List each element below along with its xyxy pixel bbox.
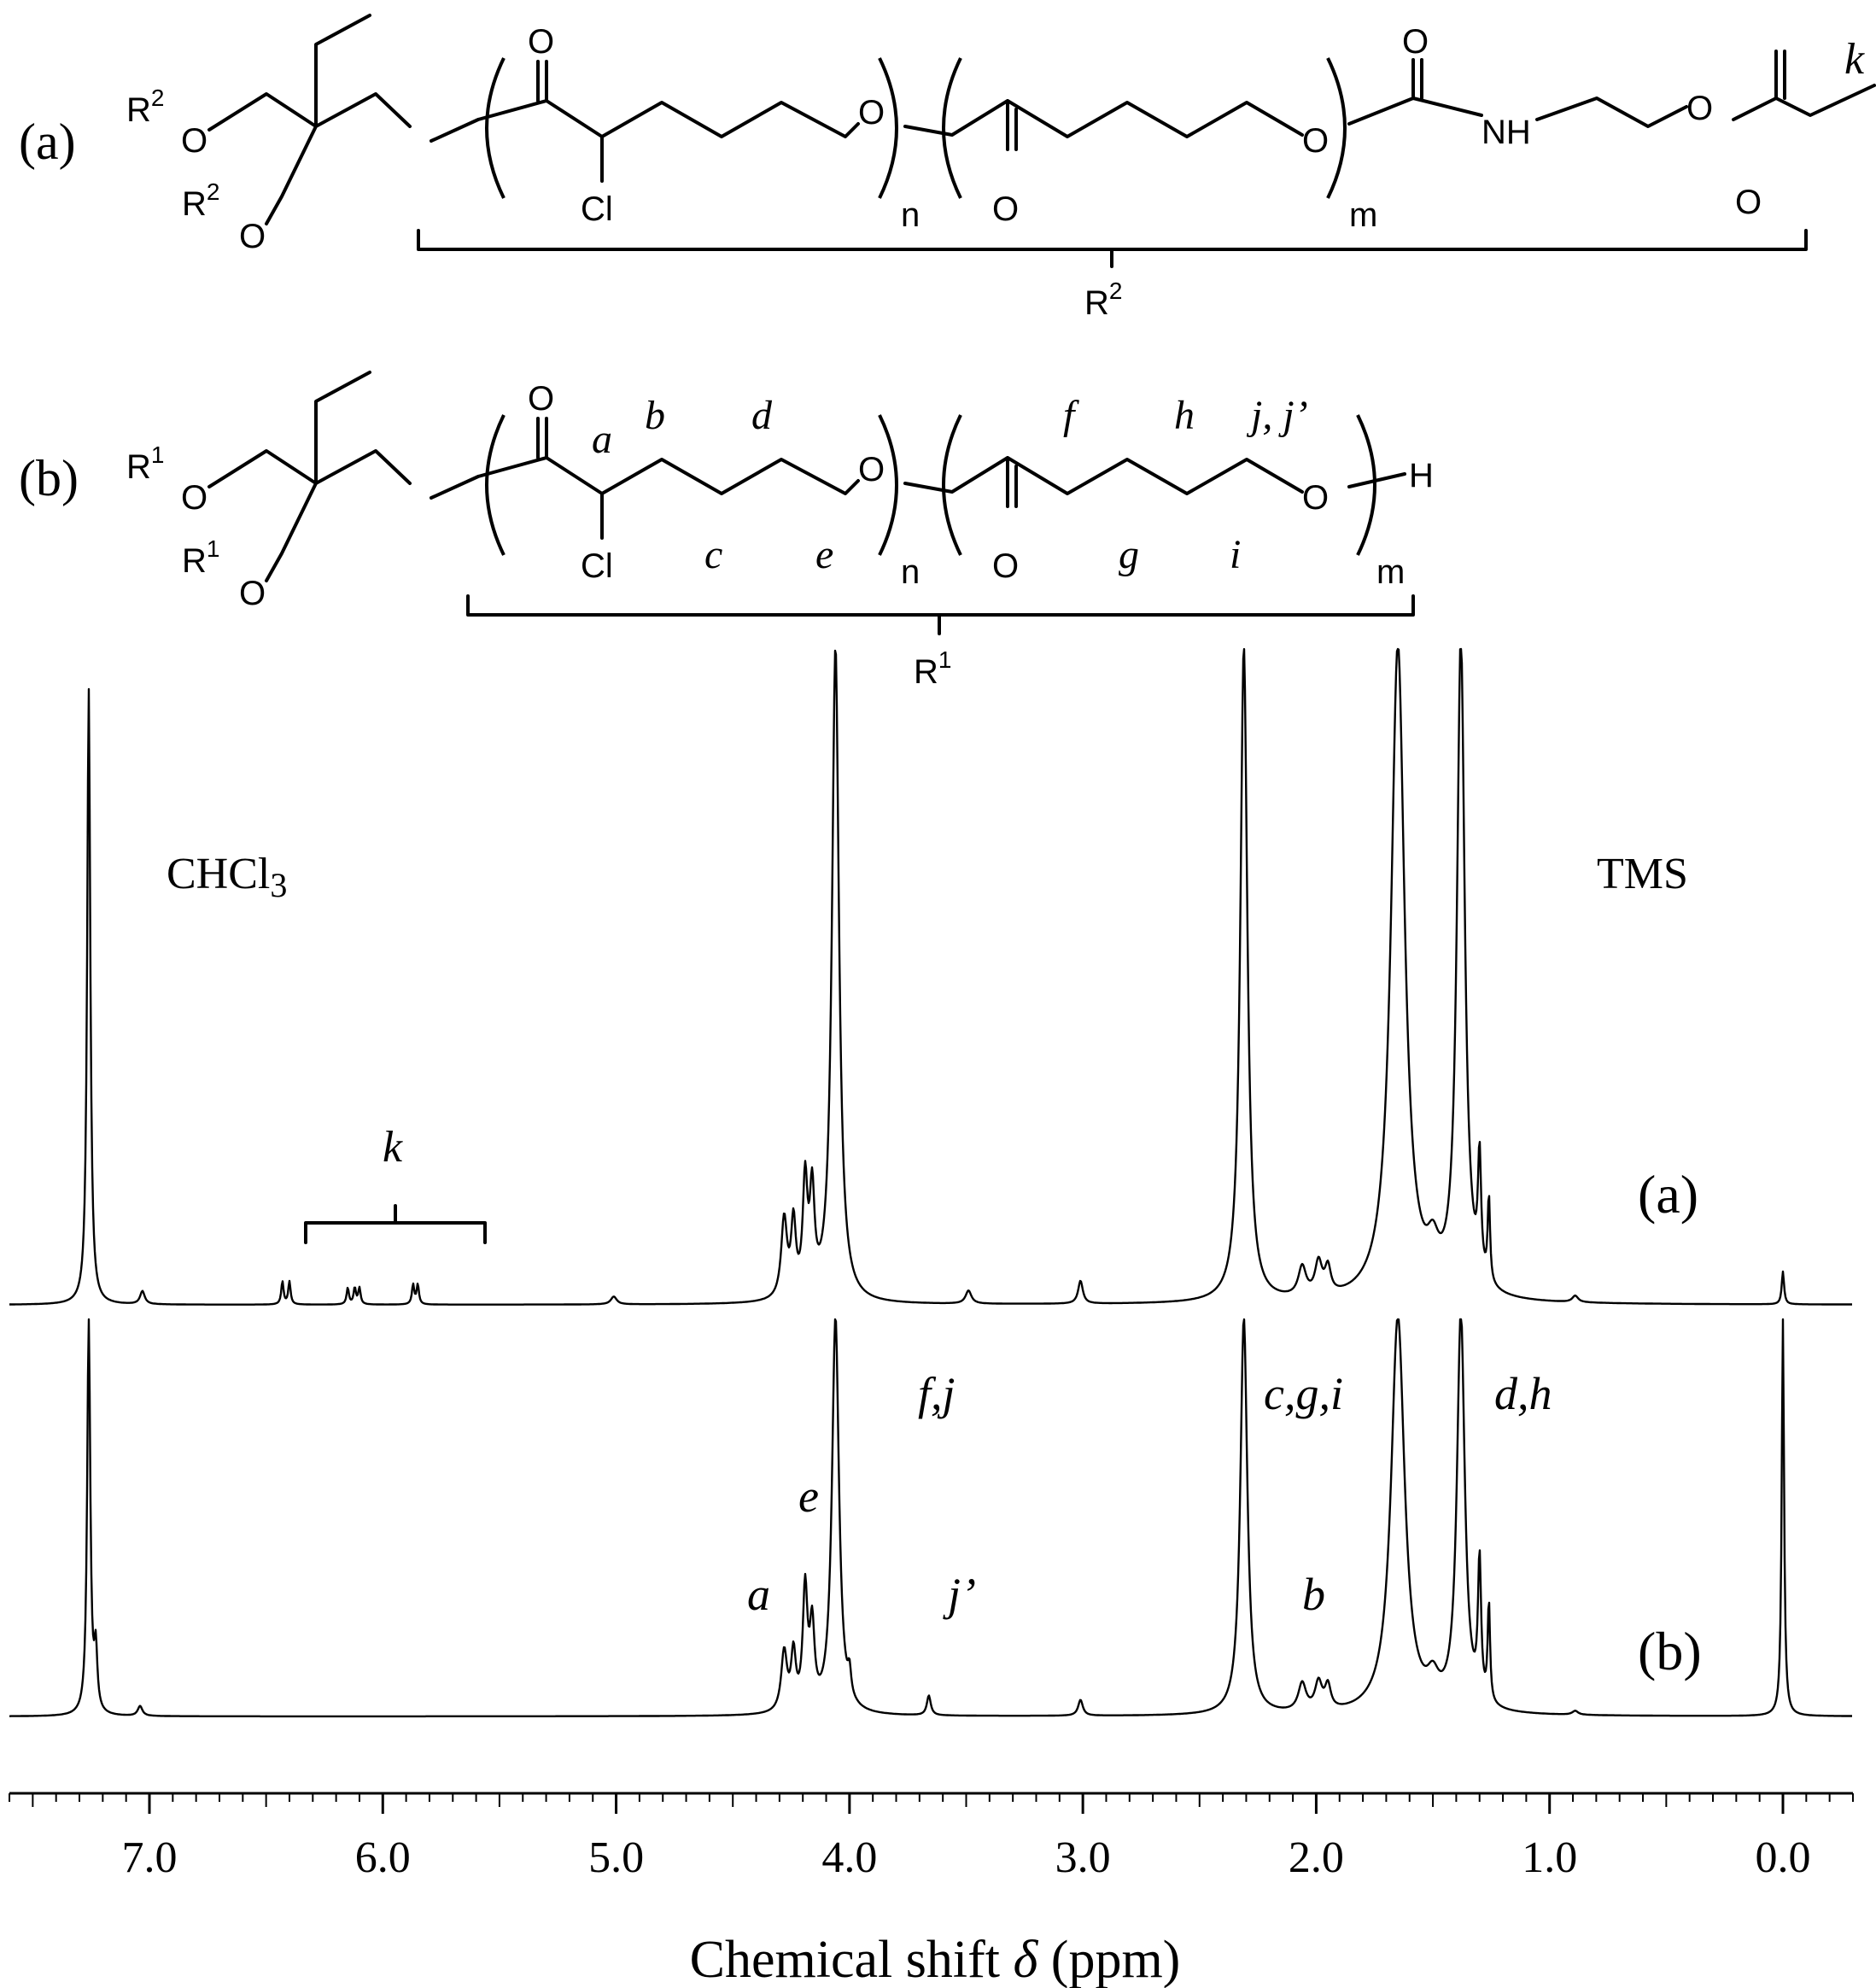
x-tick-label: 2.0 bbox=[1289, 1833, 1344, 1882]
x-tick-label: 5.0 bbox=[588, 1833, 644, 1882]
repeat-bracket bbox=[485, 414, 506, 556]
x-tick-label: 6.0 bbox=[355, 1833, 411, 1882]
repeat-bracket bbox=[878, 57, 898, 199]
x-tick-label: 1.0 bbox=[1522, 1833, 1577, 1882]
trace-a-label: (a) bbox=[1638, 1164, 1698, 1225]
oxygen-atom: O bbox=[1302, 122, 1329, 160]
x-tick-label: 0.0 bbox=[1756, 1833, 1811, 1882]
position-label-b: b bbox=[645, 393, 665, 438]
x-tick-label: 7.0 bbox=[122, 1833, 178, 1882]
bond-skeleton bbox=[207, 371, 1406, 582]
position-label-h: h bbox=[1174, 393, 1195, 438]
spectrum-traces bbox=[9, 647, 1853, 1718]
spectrum-trace-a bbox=[9, 647, 1853, 1306]
k-peak-label: k bbox=[383, 1123, 403, 1172]
r1-top-label: R1 bbox=[126, 441, 164, 486]
structure-a: (a) R2 O R2 O O Cl O O O O NH O O k n m … bbox=[19, 14, 1876, 322]
structure-b-label: (b) bbox=[19, 450, 79, 506]
solvent-label: CHCl3 bbox=[167, 850, 287, 904]
k-peak-bracket bbox=[304, 1204, 487, 1244]
repeat-bracket bbox=[1356, 414, 1376, 556]
hydrogen-atom: H bbox=[1409, 457, 1434, 494]
oxygen-atom: O bbox=[858, 94, 885, 132]
carbonyl-oxygen: O bbox=[992, 547, 1019, 585]
x-axis-title: Chemical shift δ (ppm) bbox=[690, 1931, 1181, 1988]
r1-bottom-label: R1 bbox=[182, 535, 219, 580]
x-tick-label: 3.0 bbox=[1055, 1833, 1111, 1882]
peak-label-a: a bbox=[747, 1569, 770, 1620]
oxygen-atom: O bbox=[239, 575, 266, 612]
subscript-m: m bbox=[1349, 196, 1377, 234]
structure-a-label: (a) bbox=[19, 114, 76, 170]
oxygen-atom: O bbox=[858, 451, 885, 488]
oxygen-atom: O bbox=[181, 479, 207, 517]
r2-bottom-label: R2 bbox=[182, 178, 219, 223]
peak-label-e: e bbox=[798, 1471, 819, 1522]
repeat-bracket bbox=[942, 57, 962, 199]
peak-label-dh: d,h bbox=[1494, 1368, 1552, 1419]
carbonyl-oxygen: O bbox=[1402, 23, 1429, 61]
position-label-i: i bbox=[1230, 532, 1241, 577]
repeat-bracket bbox=[1326, 57, 1347, 199]
peak-label-jprime: j’ bbox=[943, 1569, 976, 1620]
repeat-bracket bbox=[942, 414, 962, 556]
oxygen-atom: O bbox=[1302, 479, 1329, 517]
trace-b-label: (b) bbox=[1638, 1621, 1702, 1681]
repeat-bracket bbox=[485, 57, 506, 199]
position-label-e: e bbox=[815, 532, 833, 577]
reference-label: TMS bbox=[1597, 850, 1688, 898]
r2-bracket-label: R2 bbox=[1084, 278, 1122, 322]
subscript-n: n bbox=[901, 553, 920, 591]
carbonyl-oxygen: O bbox=[528, 23, 554, 61]
spectrum-trace-b bbox=[9, 1318, 1853, 1718]
nmr-spectrum: CHCl3 TMS k (a) (b) f,j c,g,i d,h e a j’… bbox=[9, 647, 1854, 1988]
r2-top-label: R2 bbox=[126, 85, 164, 129]
peak-label-fj: f,j bbox=[918, 1368, 956, 1419]
repeat-bracket bbox=[878, 414, 898, 556]
chlorine-atom: Cl bbox=[581, 190, 613, 228]
x-axis: 7.0 6.0 5.0 4.0 3.0 2.0 1.0 0.0 bbox=[9, 1792, 1854, 1882]
oxygen-atom: O bbox=[1686, 90, 1713, 127]
carbonyl-oxygen: O bbox=[1735, 184, 1762, 221]
chlorine-atom: Cl bbox=[581, 547, 613, 585]
position-label-d: d bbox=[751, 393, 773, 438]
position-label-a: a bbox=[592, 417, 612, 462]
position-label-c: c bbox=[704, 532, 722, 577]
r2-bracket bbox=[417, 229, 1808, 268]
position-label-g: g bbox=[1119, 532, 1139, 577]
structure-b: (b) R1 O R1 O O Cl O O O H a b c d e f g… bbox=[19, 371, 1434, 691]
r1-bracket bbox=[466, 594, 1415, 635]
subscript-n: n bbox=[901, 196, 920, 234]
carbonyl-oxygen: O bbox=[992, 190, 1019, 228]
oxygen-atom: O bbox=[239, 218, 266, 255]
peak-label-cgi: c,g,i bbox=[1264, 1368, 1343, 1419]
k-label: k bbox=[1844, 35, 1865, 84]
r1-bracket-label: R1 bbox=[914, 646, 951, 691]
bond-skeleton bbox=[207, 14, 1876, 225]
peak-label-b: b bbox=[1302, 1569, 1325, 1620]
x-tick-label: 4.0 bbox=[821, 1833, 877, 1882]
carbonyl-oxygen: O bbox=[528, 380, 554, 418]
subscript-m: m bbox=[1376, 553, 1405, 591]
nh-group: NH bbox=[1482, 114, 1531, 151]
position-label-f: f bbox=[1063, 393, 1079, 438]
oxygen-atom: O bbox=[181, 122, 207, 160]
position-label-jj: j, j’ bbox=[1246, 393, 1308, 438]
